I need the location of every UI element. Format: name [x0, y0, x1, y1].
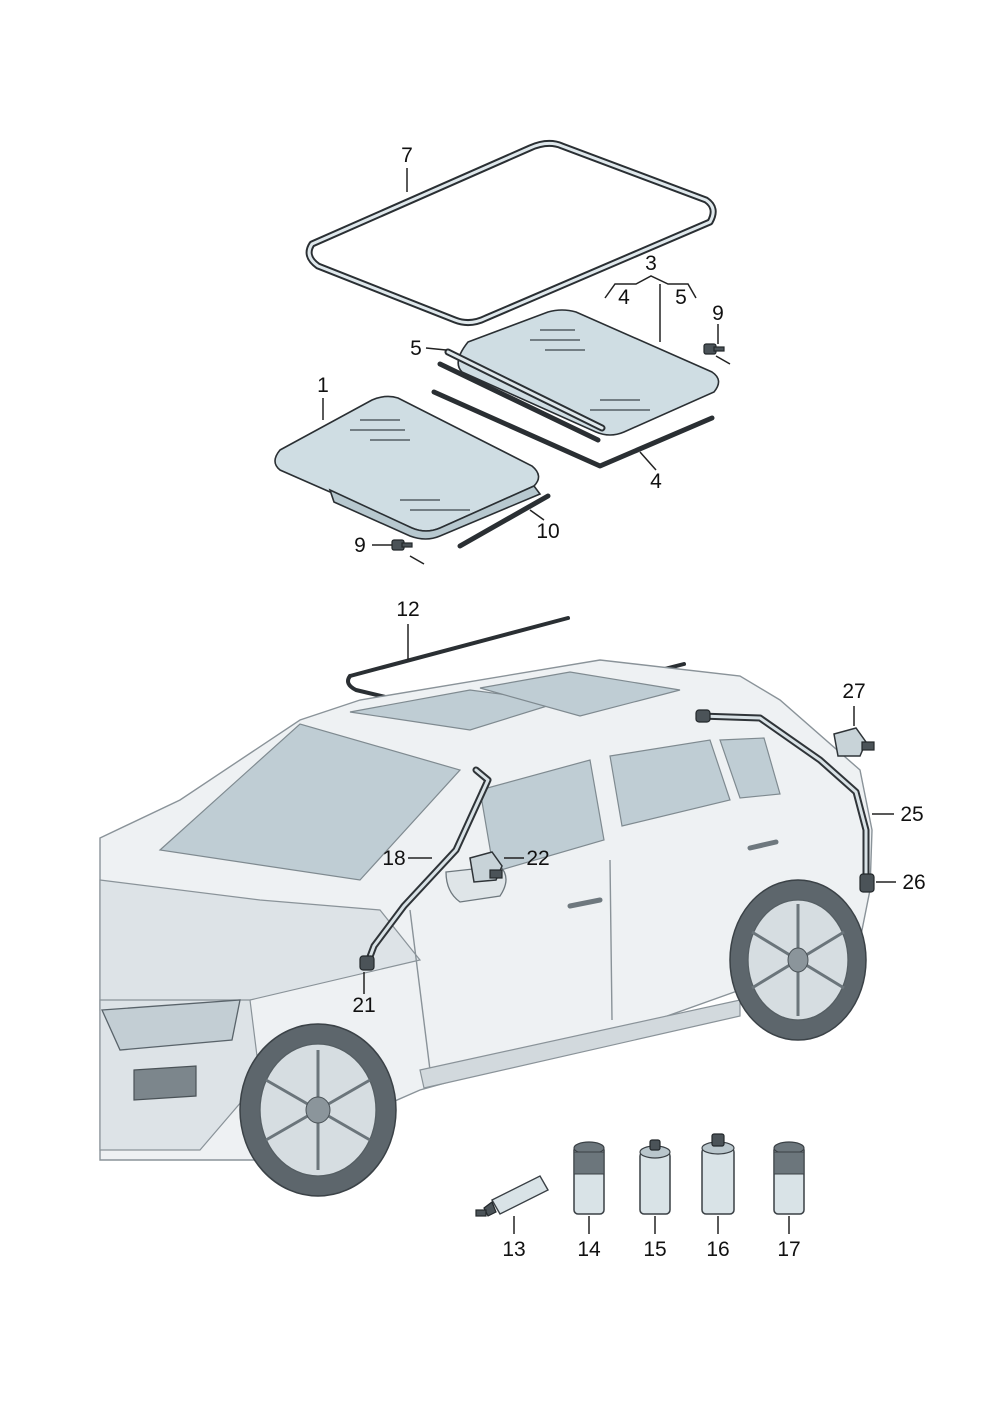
part-9-screw-top: [703, 343, 731, 365]
part-22-clip: [469, 851, 503, 883]
callout-16: 16: [706, 1238, 729, 1261]
part-5-seal-strip: [437, 348, 606, 443]
rear-door-handle: [747, 839, 779, 851]
front-wheel: [239, 1023, 397, 1197]
part-1-front-glass-panel: [274, 395, 542, 540]
callout-14: 14: [577, 1238, 601, 1261]
door-seams: [409, 859, 613, 1071]
callout-1: 1: [317, 374, 329, 397]
part-3-rear-glass-panel: [457, 309, 720, 436]
callout-26: 26: [902, 871, 925, 894]
rear-wheel: [729, 879, 867, 1041]
leader-3-bracket: [604, 275, 697, 299]
callout-3-sub-5: 5: [675, 286, 687, 309]
headlight: [101, 999, 241, 1051]
quarter-window: [719, 737, 781, 799]
part-27-clip: [833, 727, 875, 757]
part-25-rear-drain-hose: [695, 709, 870, 880]
fog-light-grille: [133, 1065, 197, 1101]
part-12-roof-seal: [346, 616, 686, 720]
part-13-adhesive-tube: [475, 1175, 549, 1217]
callout-21: 21: [352, 994, 375, 1017]
part-21-hose-end: [359, 955, 375, 971]
sunroof-rear-glass: [479, 671, 681, 717]
part-26-hose-end: [859, 873, 875, 893]
callout-22: 22: [526, 847, 549, 870]
callout-12: 12: [396, 598, 419, 621]
callout-7: 7: [401, 144, 413, 167]
leader-10: [529, 509, 545, 521]
front-door-handle: [567, 897, 603, 909]
part-10-small-seal: [457, 493, 551, 549]
windshield: [158, 723, 462, 881]
side-skirt: [419, 999, 741, 1089]
rear-door-window: [609, 739, 731, 827]
part-15-bottle: [639, 1139, 671, 1215]
part-14-can: [573, 1141, 605, 1215]
callout-10: 10: [536, 520, 559, 543]
leader-4: [639, 451, 657, 471]
callout-3-sub-4: 4: [618, 286, 630, 309]
callout-4: 4: [650, 470, 662, 493]
part-17-can: [773, 1141, 805, 1215]
part-18-front-drain-hose: [364, 766, 492, 966]
callout-9-bottom: 9: [354, 534, 366, 557]
callout-27: 27: [842, 680, 865, 703]
callout-13: 13: [502, 1238, 525, 1261]
part-4-lower-seal: [431, 389, 715, 469]
part-16-bottle: [701, 1133, 735, 1215]
leader-5: [425, 347, 447, 351]
part-7-frame-seal: [305, 139, 717, 327]
callout-17: 17: [777, 1238, 800, 1261]
callout-5: 5: [410, 337, 422, 360]
callout-25: 25: [900, 803, 923, 826]
callout-3: 3: [645, 252, 657, 275]
part-9-screw-bottom: [391, 539, 425, 565]
callout-15: 15: [643, 1238, 666, 1261]
callout-9-top: 9: [712, 302, 724, 325]
callout-18: 18: [382, 847, 405, 870]
front-door-window: [479, 759, 605, 873]
